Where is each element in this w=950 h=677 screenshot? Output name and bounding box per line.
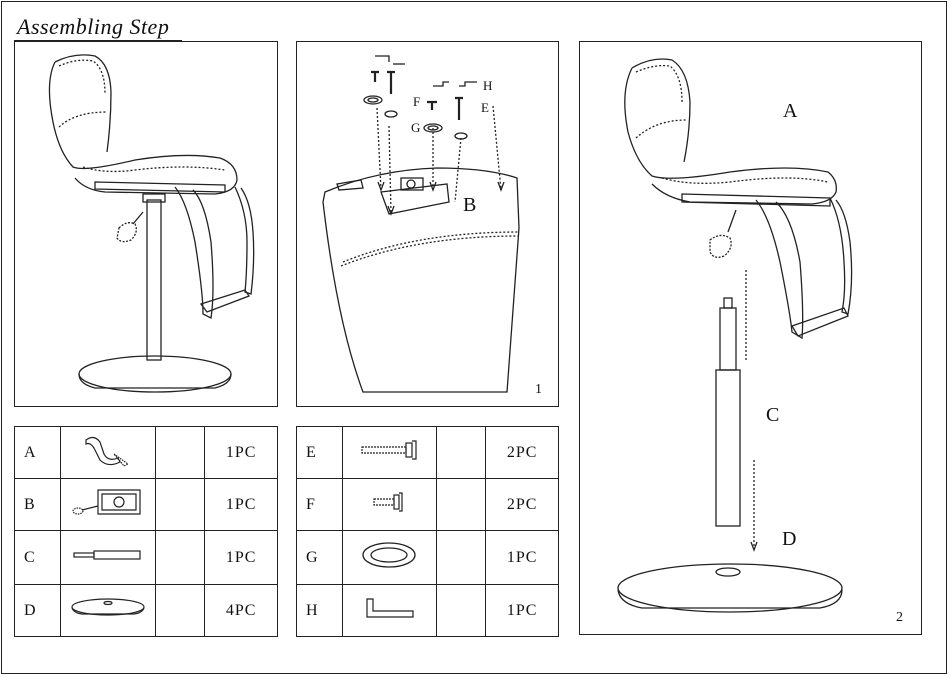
step2-illustration: [617, 58, 853, 613]
part-qty: 4PC: [204, 584, 278, 637]
part-blank-cell: [155, 584, 206, 637]
assembled-chair-panel: [14, 41, 278, 407]
table-row: A 1PC: [14, 426, 278, 479]
table-row: E 2PC: [296, 426, 559, 479]
part-letter: D: [14, 584, 61, 637]
part-letter: A: [14, 426, 61, 479]
step2-panel: A C D 2: [579, 41, 922, 635]
part-blank-cell: [436, 478, 487, 531]
part-qty: 1PC: [485, 584, 559, 637]
part-letter: G: [296, 530, 343, 585]
table-row: C 1PC: [14, 530, 278, 585]
label-g: G: [411, 120, 421, 135]
label-h: H: [483, 78, 493, 93]
part-qty: 1PC: [204, 426, 278, 479]
parts-table-right: E 2PC F 2PC G 1PC H 1PC: [296, 426, 559, 637]
washer-icon: [341, 530, 438, 585]
label-d: D: [782, 528, 797, 550]
round-base-icon: [59, 584, 157, 637]
part-qty: 1PC: [204, 530, 278, 585]
page-title: Assembling Step: [17, 14, 170, 39]
gas-lift-lever-icon: [59, 426, 157, 479]
part-blank-cell: [155, 426, 206, 479]
seat-mechanism-plate-icon: [59, 478, 157, 531]
step1-illustration: [322, 55, 520, 393]
part-letter: E: [296, 426, 343, 479]
part-qty: 2PC: [485, 426, 559, 479]
parts-table-left: A 1PC B 1PC C 1PC D 4PC: [14, 426, 278, 637]
step2-number: 2: [896, 610, 903, 625]
gas-cylinder-icon: [59, 530, 157, 585]
label-c: C: [766, 404, 780, 426]
table-row: D 4PC: [14, 584, 278, 637]
short-bolt-icon: [341, 478, 438, 531]
title-underline: [14, 40, 182, 41]
part-qty: 1PC: [204, 478, 278, 531]
step1-panel: F G H E B 1: [296, 41, 559, 407]
part-blank-cell: [155, 530, 206, 585]
label-b: B: [463, 194, 477, 216]
label-e: E: [481, 100, 489, 115]
table-row: H 1PC: [296, 584, 559, 637]
part-letter: C: [14, 530, 61, 585]
assembled-chair-illustration: [48, 54, 255, 393]
table-row: G 1PC: [296, 530, 559, 585]
part-letter: H: [296, 584, 343, 637]
part-blank-cell: [155, 478, 206, 531]
part-blank-cell: [436, 530, 487, 585]
part-qty: 2PC: [485, 478, 559, 531]
long-bolt-icon: [341, 426, 438, 479]
label-f: F: [413, 94, 421, 109]
part-qty: 1PC: [485, 530, 559, 585]
part-letter: B: [14, 478, 61, 531]
part-blank-cell: [436, 426, 487, 479]
part-letter: F: [296, 478, 343, 531]
table-row: F 2PC: [296, 478, 559, 531]
label-a: A: [783, 100, 798, 122]
part-blank-cell: [436, 584, 487, 637]
allen-key-icon: [341, 584, 438, 637]
step1-number: 1: [535, 382, 542, 397]
table-row: B 1PC: [14, 478, 278, 531]
